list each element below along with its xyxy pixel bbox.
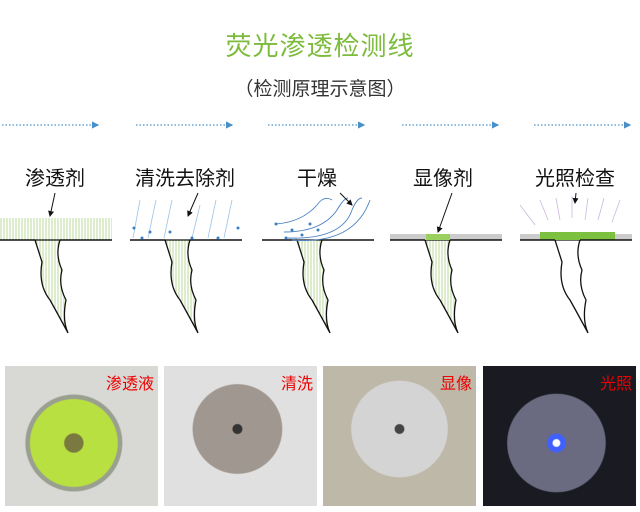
- step-label-penetrant: 渗透剂: [25, 166, 85, 190]
- panel-drying: [262, 192, 374, 334]
- photo-penetrant: 渗透液: [5, 366, 158, 506]
- panel-inspection: [519, 192, 632, 334]
- panel-developer: [390, 192, 502, 334]
- photo-cleaning: 清洗: [164, 366, 317, 506]
- photo-developer: 显像: [323, 366, 476, 506]
- photo-label: 清洗: [280, 374, 313, 393]
- photo-label: 渗透液: [105, 374, 154, 393]
- panel-cleaning: [130, 192, 242, 334]
- step-label-inspection: 光照检查: [535, 166, 615, 190]
- page-title: 荧光渗透检测线: [225, 32, 415, 62]
- page-subtitle: （检测原理示意图）: [234, 78, 406, 100]
- panel-penetrant: [0, 192, 112, 334]
- step-label-drying: 干燥: [297, 166, 337, 190]
- step-label-cleaning: 清洗去除剂: [135, 166, 235, 190]
- step-label-developer: 显像剂: [413, 166, 473, 190]
- photo-label: 显像: [439, 374, 472, 393]
- process-diagram: [0, 121, 632, 334]
- photo-inspection: 光照: [483, 366, 636, 506]
- photo-label: 光照: [599, 374, 632, 393]
